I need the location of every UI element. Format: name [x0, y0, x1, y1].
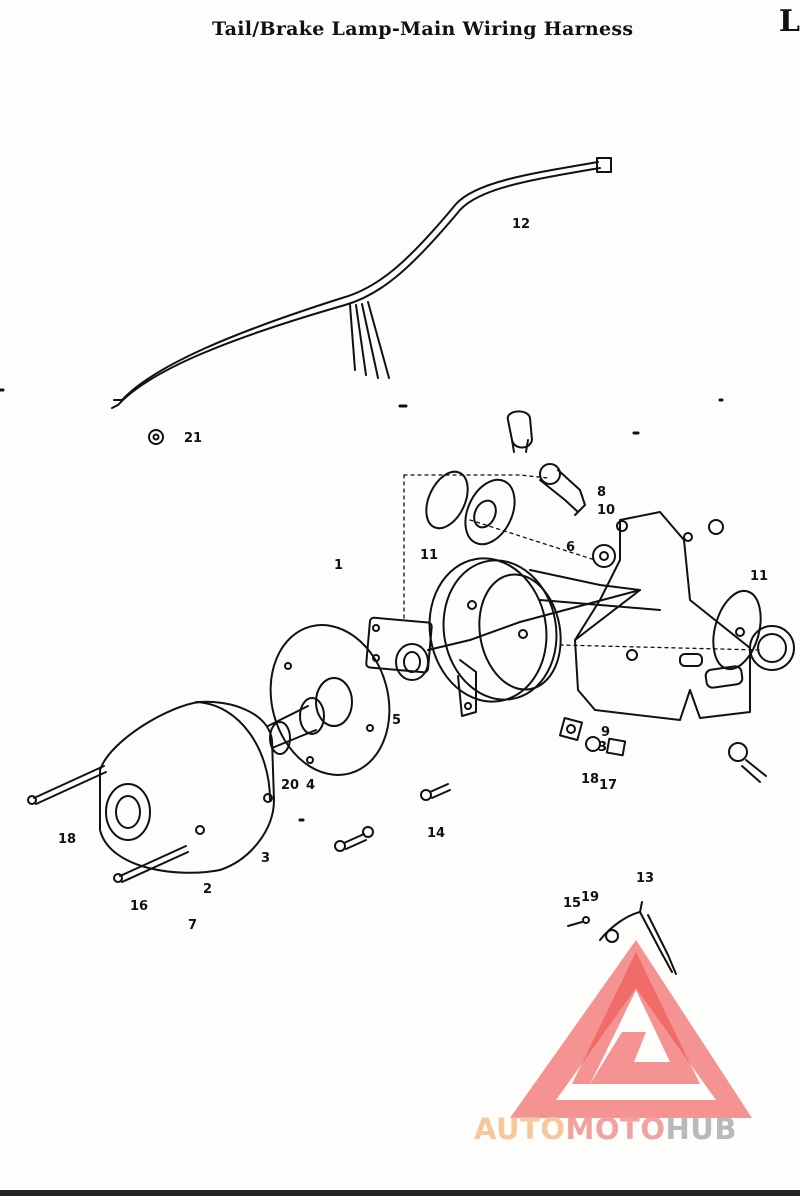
gasket — [269, 624, 391, 776]
long-screw-upper — [27, 765, 107, 805]
mounting-bracket — [529, 511, 751, 721]
small-nut — [708, 519, 724, 535]
watermark-moto: MOTO — [565, 1112, 666, 1146]
part-label: 15 — [563, 896, 581, 911]
small-screw-upper — [420, 783, 451, 801]
lamp-bulb — [506, 410, 533, 453]
part-label: 2 — [203, 882, 212, 897]
part-label: 10 — [597, 503, 615, 518]
part-label: 9 — [601, 725, 610, 740]
reflector-right — [712, 589, 795, 671]
watermark-auto: AUTO — [474, 1112, 566, 1146]
small-screw-lower — [334, 826, 374, 852]
part-label: 12 — [512, 217, 530, 232]
diagram-title: Tail/Brake Lamp-Main Wiring Harness — [212, 18, 634, 40]
part-label: 1 — [334, 558, 343, 573]
part-label: 8 — [597, 485, 606, 500]
part-label: 16 — [130, 899, 148, 914]
washer-and-nut-set — [558, 716, 627, 757]
part-label: 6 — [566, 540, 575, 555]
part-label: 7 — [188, 918, 197, 933]
bulb-holder-assembly — [365, 589, 641, 717]
part-label: 17 — [599, 778, 617, 793]
lens-cover — [99, 700, 275, 874]
reflector-lens-upper — [425, 470, 516, 546]
part-label: 4 — [306, 778, 315, 793]
assembly-guide-lines — [403, 474, 761, 651]
part-label: 21 — [184, 431, 202, 446]
part-label: 18 — [581, 772, 599, 787]
part-label: 3 — [598, 740, 607, 755]
part-label: 5 — [392, 713, 401, 728]
part-label: 20 — [281, 778, 299, 793]
part-label: 3 — [261, 851, 270, 866]
page-bottom-edge — [0, 1190, 800, 1196]
watermark-hub: HUB — [665, 1112, 737, 1146]
scan-specks — [0, 388, 724, 822]
part-label: 19 — [581, 890, 599, 905]
main-wiring-harness — [111, 157, 612, 409]
page-corner-mark: L — [778, 4, 800, 39]
part-label: 18 — [58, 832, 76, 847]
watermark-text: AUTOMOTOHUB — [474, 1112, 737, 1146]
lamp-socket — [539, 463, 586, 516]
part-label: 11 — [420, 548, 438, 563]
lower-screw — [728, 742, 767, 783]
nut — [592, 544, 616, 568]
spacer-boss — [267, 697, 325, 755]
grommet — [148, 429, 164, 445]
wire-connector-end — [567, 901, 677, 975]
part-number-labels: 12 21 1 8 10 11 6 11 9 3 5 20 4 18 14 17… — [58, 217, 768, 933]
part-label: 11 — [750, 569, 768, 584]
long-screw-lower — [113, 845, 189, 883]
part-label: 14 — [427, 826, 445, 841]
part-label: 13 — [636, 871, 654, 886]
